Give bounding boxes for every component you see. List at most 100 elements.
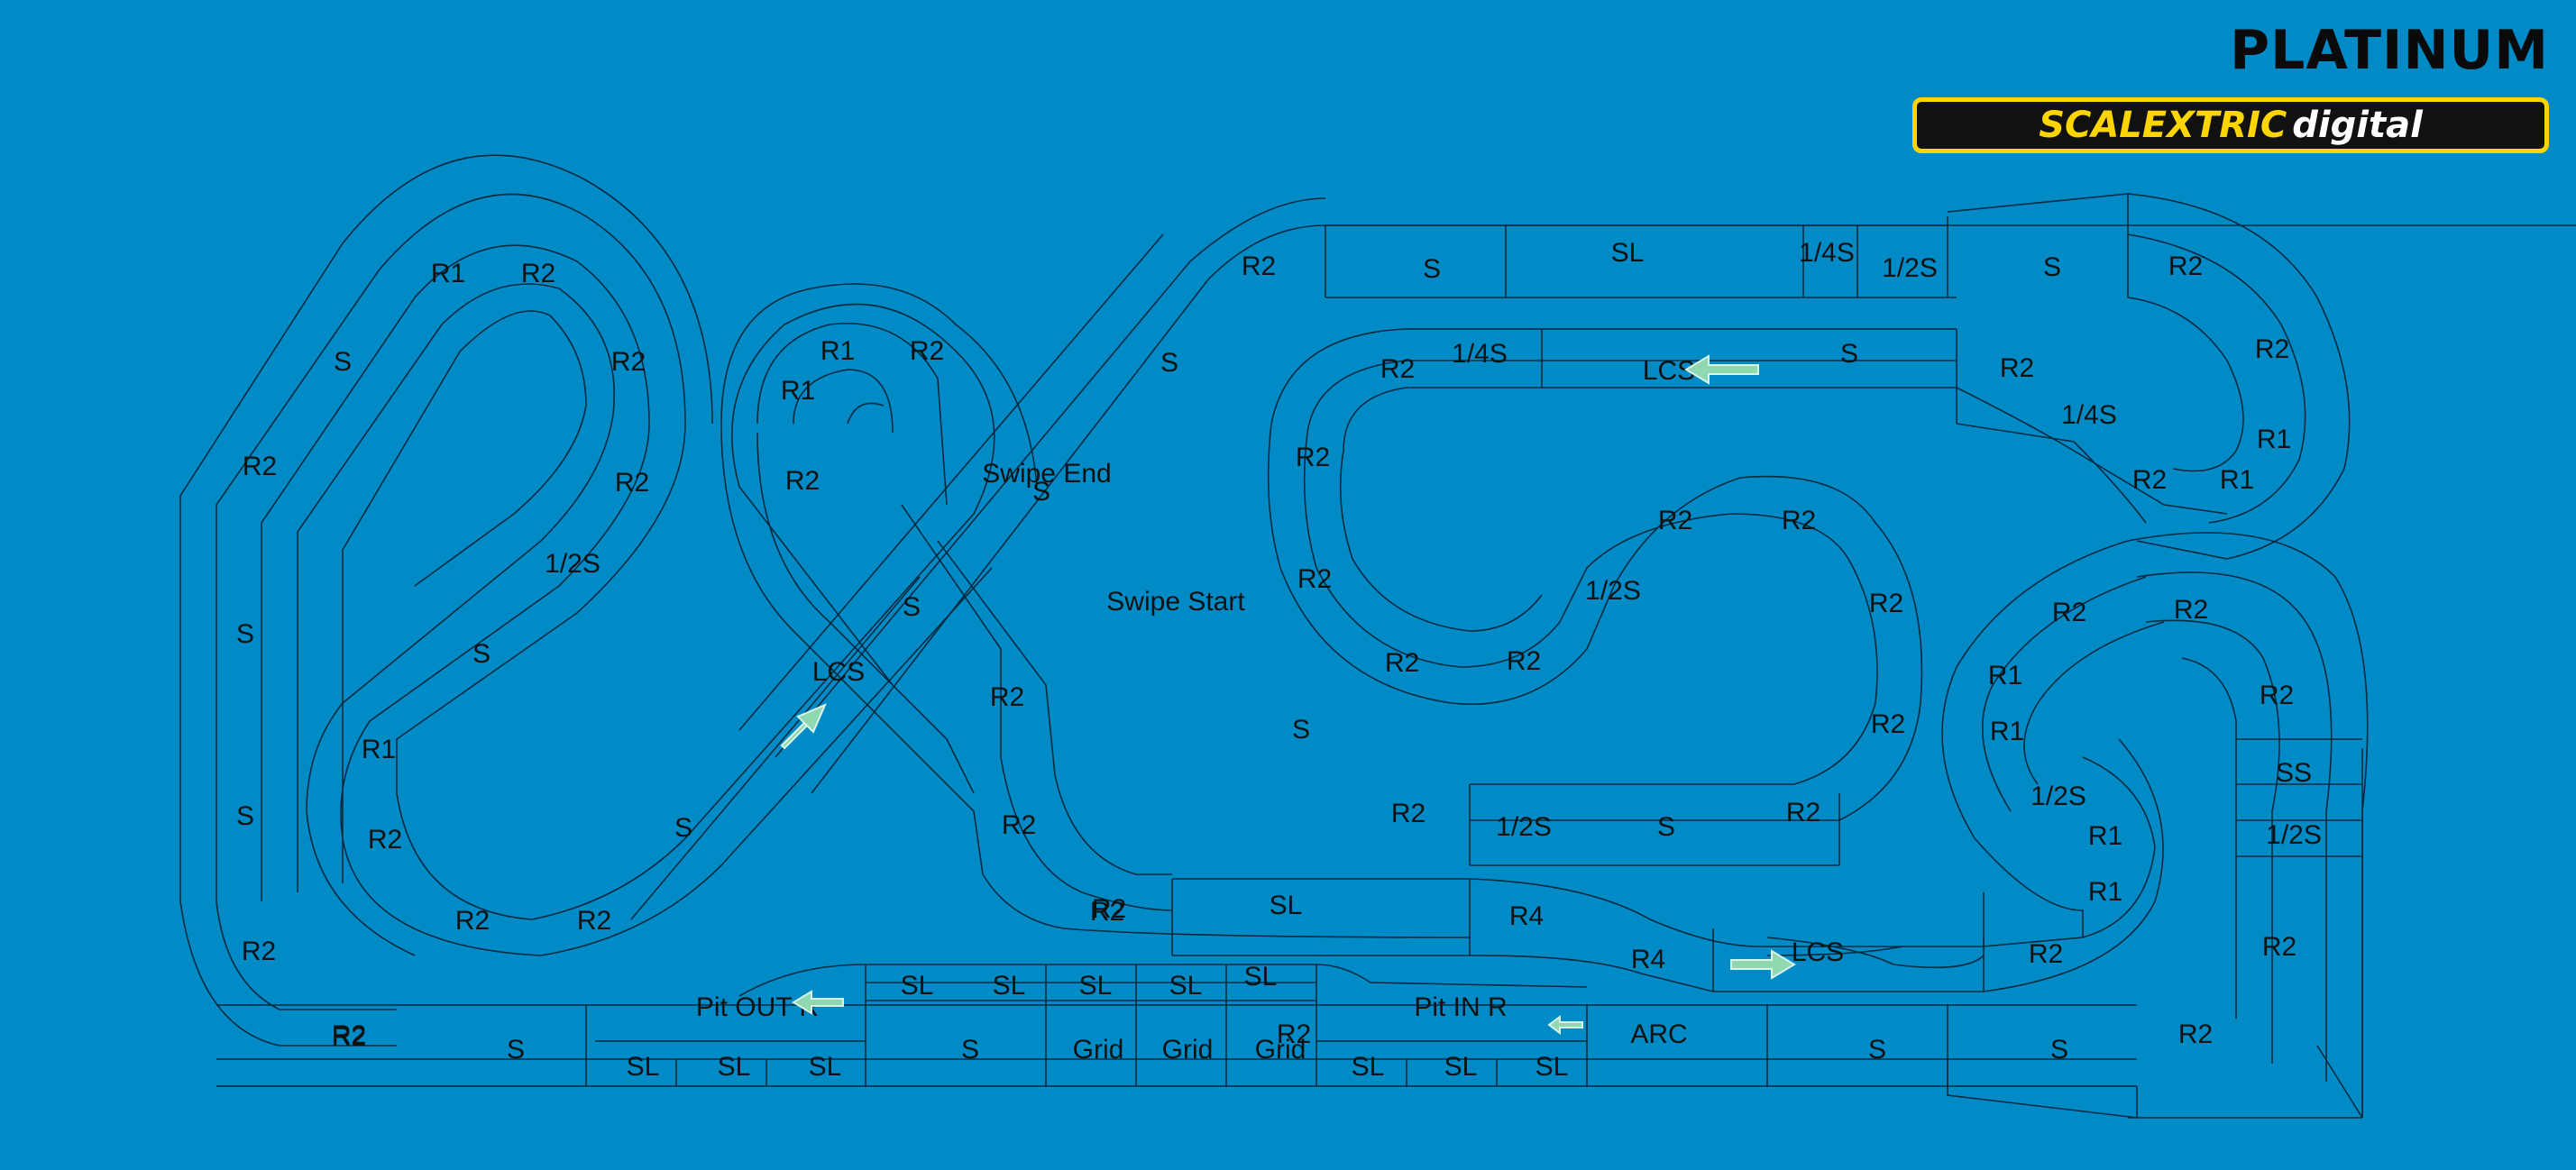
track-piece-label: S — [507, 1035, 525, 1065]
track-piece-label: SL — [901, 971, 934, 1001]
arrow-lcs-top-icon — [1684, 354, 1759, 385]
track-piece-label: Swipe End — [982, 459, 1111, 489]
track-piece-label: R2 — [2260, 681, 2294, 710]
arrow-lcs-bottom-icon — [1730, 949, 1796, 980]
arrow-lcs-diagonal-icon — [780, 703, 827, 750]
track-piece-label: R2 — [1786, 798, 1820, 827]
track-piece-label: Pit IN R — [1414, 992, 1507, 1022]
track-piece-label: R2 — [785, 466, 820, 496]
track-piece-label: R1 — [2088, 877, 2122, 907]
track-piece-label: S — [674, 813, 692, 843]
track-piece-label: 1/2S — [545, 549, 600, 579]
track-piece-label: R2 — [2132, 465, 2167, 495]
track-piece-label: R1 — [2088, 821, 2122, 851]
track-piece-label: R2 — [2178, 1019, 2213, 1049]
track-piece-label: S — [1292, 715, 1310, 745]
track-piece-label: R2 — [615, 468, 649, 498]
track-piece-label: SL — [718, 1052, 751, 1082]
track-piece-label: R2 — [521, 259, 555, 288]
track-piece-label: S — [2050, 1035, 2068, 1065]
track-piece-label: SL — [1352, 1052, 1385, 1082]
track-piece-label: R2 — [1391, 799, 1426, 828]
track-piece-label: R2 — [2168, 251, 2203, 281]
track-piece-label: R1 — [431, 259, 465, 288]
track-piece-label: Grid — [1162, 1035, 1214, 1065]
track-piece-label: R2 — [368, 825, 402, 855]
track-piece-label: SS — [2276, 758, 2312, 788]
track-piece-label: Swipe Start — [1106, 587, 1245, 617]
track-piece-label: SL — [1169, 971, 1203, 1001]
track-piece-label: S — [1423, 254, 1441, 284]
track-piece-label: 1/2S — [2266, 820, 2322, 850]
track-piece-label: R2 — [990, 682, 1024, 712]
track-piece-label: R2 — [611, 347, 646, 377]
track-piece-label: R2 — [242, 937, 276, 966]
track-piece-label: S — [1160, 348, 1178, 378]
track-piece-label: R2 — [332, 1022, 366, 1052]
track-piece-label: S — [1657, 812, 1675, 842]
track-piece-label: R2 — [332, 1020, 366, 1050]
track-piece-label: R2 — [1092, 894, 1126, 924]
track-piece-label: S — [1840, 339, 1858, 369]
track-piece-label: R2 — [1782, 506, 1816, 535]
track-piece-label: R2 — [910, 336, 944, 366]
track-piece-label: R1 — [362, 735, 396, 764]
track-piece-label: 1/2S — [1585, 576, 1641, 606]
track-piece-label: SL — [809, 1052, 842, 1082]
track-piece-label: R2 — [1297, 564, 1332, 594]
track-piece-label: R4 — [1631, 945, 1665, 974]
track-piece-label: S — [1032, 477, 1050, 507]
track-piece-label: R1 — [820, 336, 855, 366]
arrow-pit-in-icon — [1547, 1015, 1583, 1035]
track-piece-label: S — [472, 639, 490, 669]
track-piece-label: SL — [1270, 891, 1303, 920]
track-piece-label: R2 — [2000, 353, 2034, 383]
arrow-pit-out-icon — [792, 990, 844, 1015]
track-piece-label: R1 — [1988, 661, 2022, 690]
track-piece-label: S — [1868, 1035, 1886, 1065]
track-piece-label: R4 — [1509, 901, 1544, 931]
track-piece-label: SL — [1611, 238, 1645, 268]
track-piece-label: S — [961, 1035, 979, 1065]
track-piece-label: S — [2043, 252, 2061, 282]
track-piece-label: R2 — [1871, 709, 1905, 739]
track-piece-label: LCS — [1792, 937, 1844, 967]
track-piece-label: R2 — [455, 906, 490, 936]
track-piece-label: R2 — [1380, 354, 1415, 384]
track-piece-label: 1/2S — [2031, 782, 2086, 811]
track-piece-label: SL — [993, 971, 1026, 1001]
track-piece-label: SL — [1244, 962, 1278, 992]
direction-arrows — [780, 354, 1796, 1035]
track-piece-label: SL — [627, 1052, 660, 1082]
track-piece-label: 1/4S — [1799, 238, 1855, 268]
track-piece-label: 1/4S — [1452, 339, 1508, 369]
track-piece-label: R2 — [577, 906, 611, 936]
track-piece-label: R1 — [2257, 425, 2291, 454]
track-piece-label: R2 — [1242, 251, 1276, 281]
track-piece-label: R2 — [243, 452, 277, 481]
track-piece-label: S — [334, 347, 352, 377]
track-piece-label: R2 — [1385, 648, 1419, 678]
track-piece-label: LCS — [812, 657, 865, 687]
track-piece-label: R2 — [1296, 443, 1330, 472]
track-piece-label: Grid — [1255, 1035, 1306, 1065]
track-piece-label: R2 — [1277, 1019, 1311, 1049]
track-piece-label: S — [236, 801, 254, 831]
track-piece-label: R2 — [1869, 589, 1903, 618]
track-piece-label: R1 — [1990, 717, 2024, 746]
track-piece-label: R2 — [1002, 810, 1036, 840]
logo-suffix: digital — [2292, 105, 2423, 146]
track-piece-label: ARC — [1630, 1019, 1687, 1049]
track-piece-label: Grid — [1073, 1035, 1124, 1065]
track-piece-label: R2 — [2029, 939, 2063, 969]
track-piece-label: R1 — [781, 376, 815, 406]
track-piece-label: 1/2S — [1496, 812, 1552, 842]
track-piece-label: 1/2S — [1882, 253, 1938, 283]
track-piece-label: R2 — [2174, 595, 2208, 625]
track-piece-label: S — [903, 592, 921, 622]
track-piece-label: R2 — [1507, 646, 1541, 676]
